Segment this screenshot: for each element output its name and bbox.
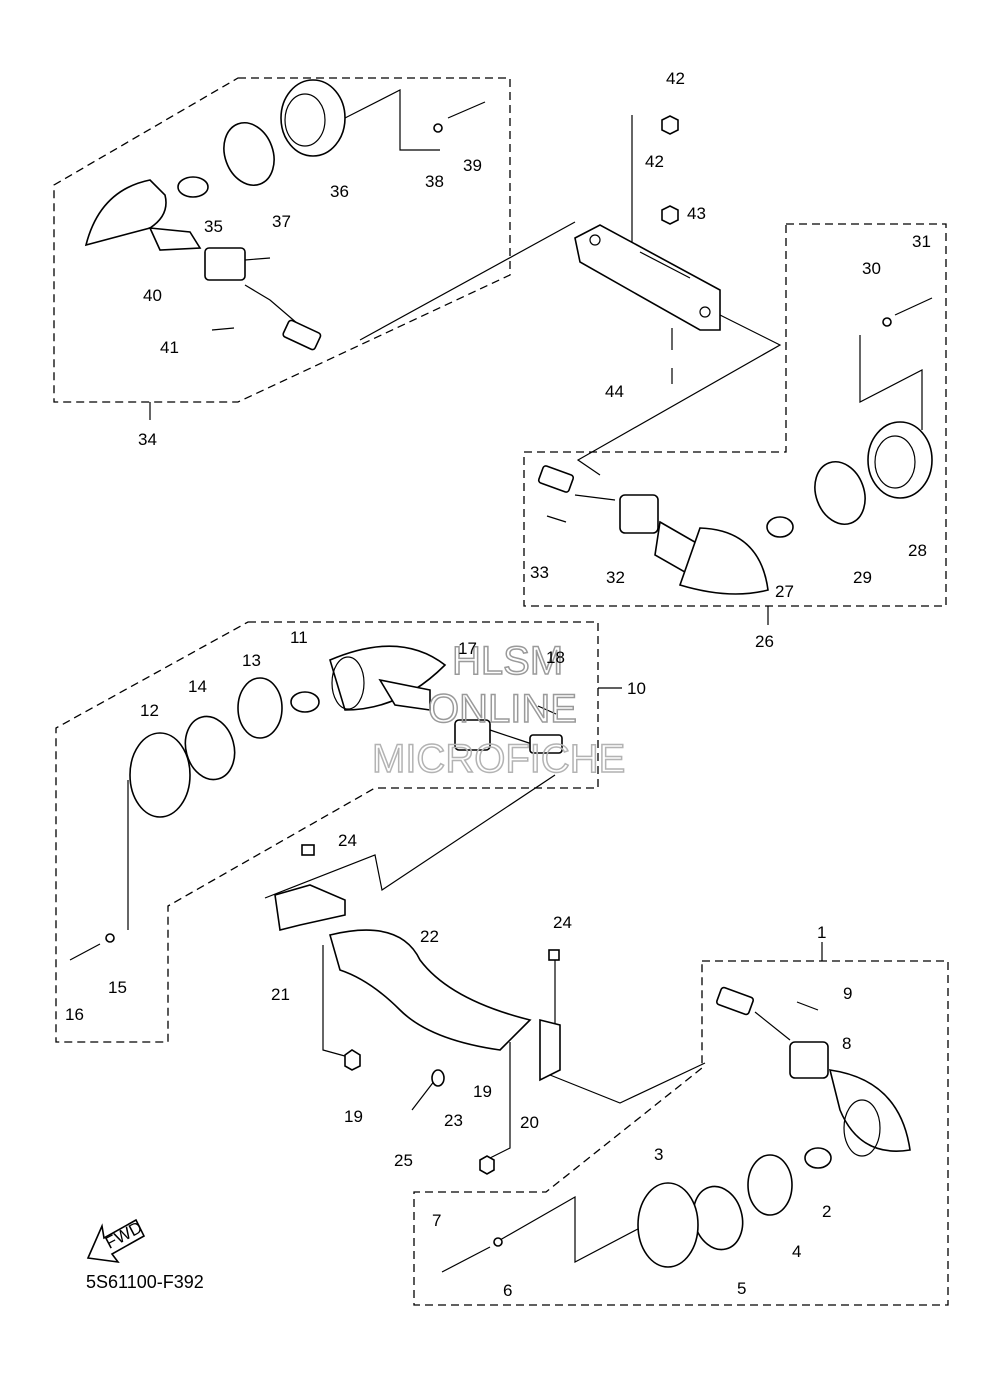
part-label: 5	[737, 1279, 746, 1298]
part-label: 8	[842, 1034, 851, 1053]
part-label: 37	[272, 212, 291, 231]
part-label: 3	[654, 1145, 663, 1164]
group-34-boundary	[53, 77, 511, 403]
part-label: 40	[143, 286, 162, 305]
part-label: 9	[843, 984, 852, 1003]
part-label: 19	[473, 1082, 492, 1101]
part-number-labels: 1 2 3 4 5 6 7 8 9 10 11 12 13 14 15 16 1…	[65, 69, 931, 1300]
part-label: 39	[463, 156, 482, 175]
part-label: 18	[546, 648, 565, 667]
bracket-43	[574, 115, 721, 384]
part-label: 15	[108, 978, 127, 997]
turn-signal-assembly-front-right	[441, 986, 911, 1273]
watermark-line-2: ONLINE	[428, 687, 577, 731]
part-label: 34	[138, 430, 157, 449]
part-label: 42	[645, 152, 664, 171]
part-label: 43	[687, 204, 706, 223]
part-label: 17	[458, 639, 477, 658]
part-label: 7	[432, 1211, 441, 1230]
part-label: 29	[853, 568, 872, 587]
part-label: 44	[605, 382, 624, 401]
part-label: 6	[503, 1281, 512, 1300]
watermark: HLSM ONLINE MICROFICHE	[371, 638, 626, 782]
watermark-line-3: MICROFICHE	[372, 737, 625, 781]
part-label: 13	[242, 651, 261, 670]
forward-direction-arrow: FWD	[86, 1218, 145, 1264]
turn-signal-assembly-front-left	[69, 645, 563, 961]
part-label: 10	[627, 679, 646, 698]
part-label: 42	[666, 69, 685, 88]
part-label: 28	[908, 541, 927, 560]
part-label: 38	[425, 172, 444, 191]
part-label: 4	[792, 1242, 801, 1261]
watermark-line-1: HLSM	[452, 639, 563, 683]
part-label: 11	[290, 628, 308, 647]
part-label: 19	[344, 1107, 363, 1126]
group-26-boundary	[523, 223, 947, 607]
part-label: 35	[204, 217, 223, 236]
part-label: 25	[394, 1151, 413, 1170]
turn-signal-assembly-rear-right	[537, 297, 933, 595]
leader-lines	[127, 89, 923, 1263]
group-1-boundary	[413, 960, 949, 1306]
part-label: 41	[160, 338, 179, 357]
part-label: 12	[140, 701, 159, 720]
part-label: 23	[444, 1111, 463, 1130]
stay-22	[274, 844, 561, 1175]
part-label: 24	[553, 913, 572, 932]
part-label: 30	[862, 259, 881, 278]
part-label: 24	[338, 831, 357, 850]
part-label: 32	[606, 568, 625, 587]
part-label: 22	[420, 927, 439, 946]
part-label: 27	[775, 582, 794, 601]
part-label: 2	[822, 1202, 831, 1221]
group-10-boundary	[55, 621, 599, 1043]
part-label: 31	[912, 232, 931, 251]
part-label: 16	[65, 1005, 84, 1024]
part-label: 1	[817, 923, 826, 942]
part-label: 14	[188, 677, 207, 696]
drawing-code: 5S61100-F392	[86, 1272, 204, 1292]
part-label: 21	[271, 985, 290, 1004]
part-label: 36	[330, 182, 349, 201]
part-label: 26	[755, 632, 774, 651]
turn-signal-assembly-rear-left	[84, 79, 486, 351]
part-label: 20	[520, 1113, 539, 1132]
part-label: 33	[530, 563, 549, 582]
